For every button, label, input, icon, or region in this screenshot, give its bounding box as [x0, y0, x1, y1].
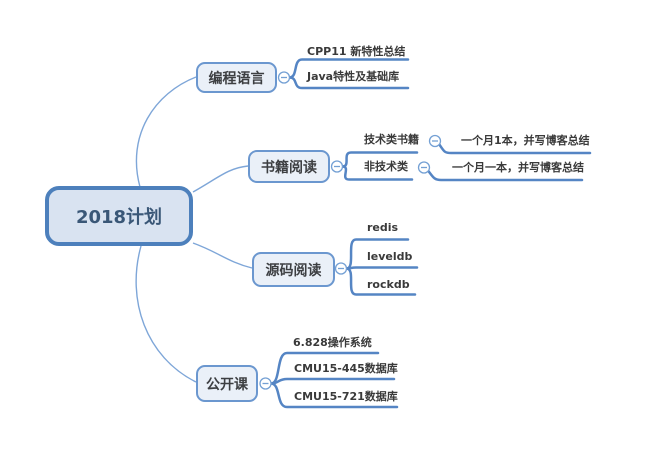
connector-nontech-to-goal [426, 169, 584, 182]
connector-sourcecode-to-leveldb [345, 266, 419, 270]
subtopic-redis[interactable]: redis [367, 221, 399, 234]
collapse-minus-icon-sourcecode[interactable] [334, 262, 348, 275]
subtopic-leveldb[interactable]: leveldb [367, 250, 413, 263]
connector-sourcecode-to-rockdb [345, 267, 417, 296]
collapse-minus-icon-programming[interactable] [277, 71, 291, 84]
connector-courses-to-cmu721 [269, 382, 399, 409]
collapse-minus-icon-techbooks[interactable] [428, 134, 442, 148]
connector-root-to-books [192, 165, 249, 193]
subtopic-cmu15-721-database[interactable]: CMU15-721数据库 [294, 390, 398, 403]
subtopic-rockdb[interactable]: rockdb [367, 278, 410, 291]
root-topic-2018-plan[interactable]: 2018计划 [45, 186, 193, 246]
subtopic-nontechnical-books-goal[interactable]: 一个月一本，并写博客总结 [452, 161, 584, 174]
collapse-minus-icon-books[interactable] [330, 160, 344, 173]
connector-courses-to-cmu445 [269, 377, 396, 385]
branch-topic-sourcecode-reading[interactable]: 源码阅读 [252, 252, 335, 287]
subtopic-mit6828-os[interactable]: 6.828操作系统 [293, 336, 372, 349]
branch-topic-book-reading[interactable]: 书籍阅读 [248, 150, 330, 183]
subtopic-technical-books[interactable]: 技术类书籍 [364, 133, 419, 146]
subtopic-technical-books-goal[interactable]: 一个月1本，并写博客总结 [461, 134, 590, 147]
connector-root-to-programming [135, 76, 197, 188]
subtopic-cpp11-summary[interactable]: CPP11 新特性总结 [307, 45, 406, 58]
connector-root-to-courses [135, 245, 197, 383]
connector-books-to-nontech [341, 165, 414, 181]
connector-tech-to-goal [437, 142, 592, 155]
branch-topic-programming-languages[interactable]: 编程语言 [196, 62, 277, 93]
connector-programming-to-java [288, 76, 410, 90]
branch-topic-open-courses[interactable]: 公开课 [196, 365, 258, 402]
subtopic-cmu15-445-database[interactable]: CMU15-445数据库 [294, 362, 398, 375]
collapse-minus-icon-nontechbooks[interactable] [417, 161, 431, 174]
subtopic-java-basics[interactable]: Java特性及基础库 [307, 70, 400, 83]
connector-root-to-sourcecode [192, 242, 253, 269]
collapse-minus-icon-courses[interactable] [259, 377, 272, 390]
subtopic-nontechnical-books[interactable]: 非技术类 [364, 160, 408, 173]
